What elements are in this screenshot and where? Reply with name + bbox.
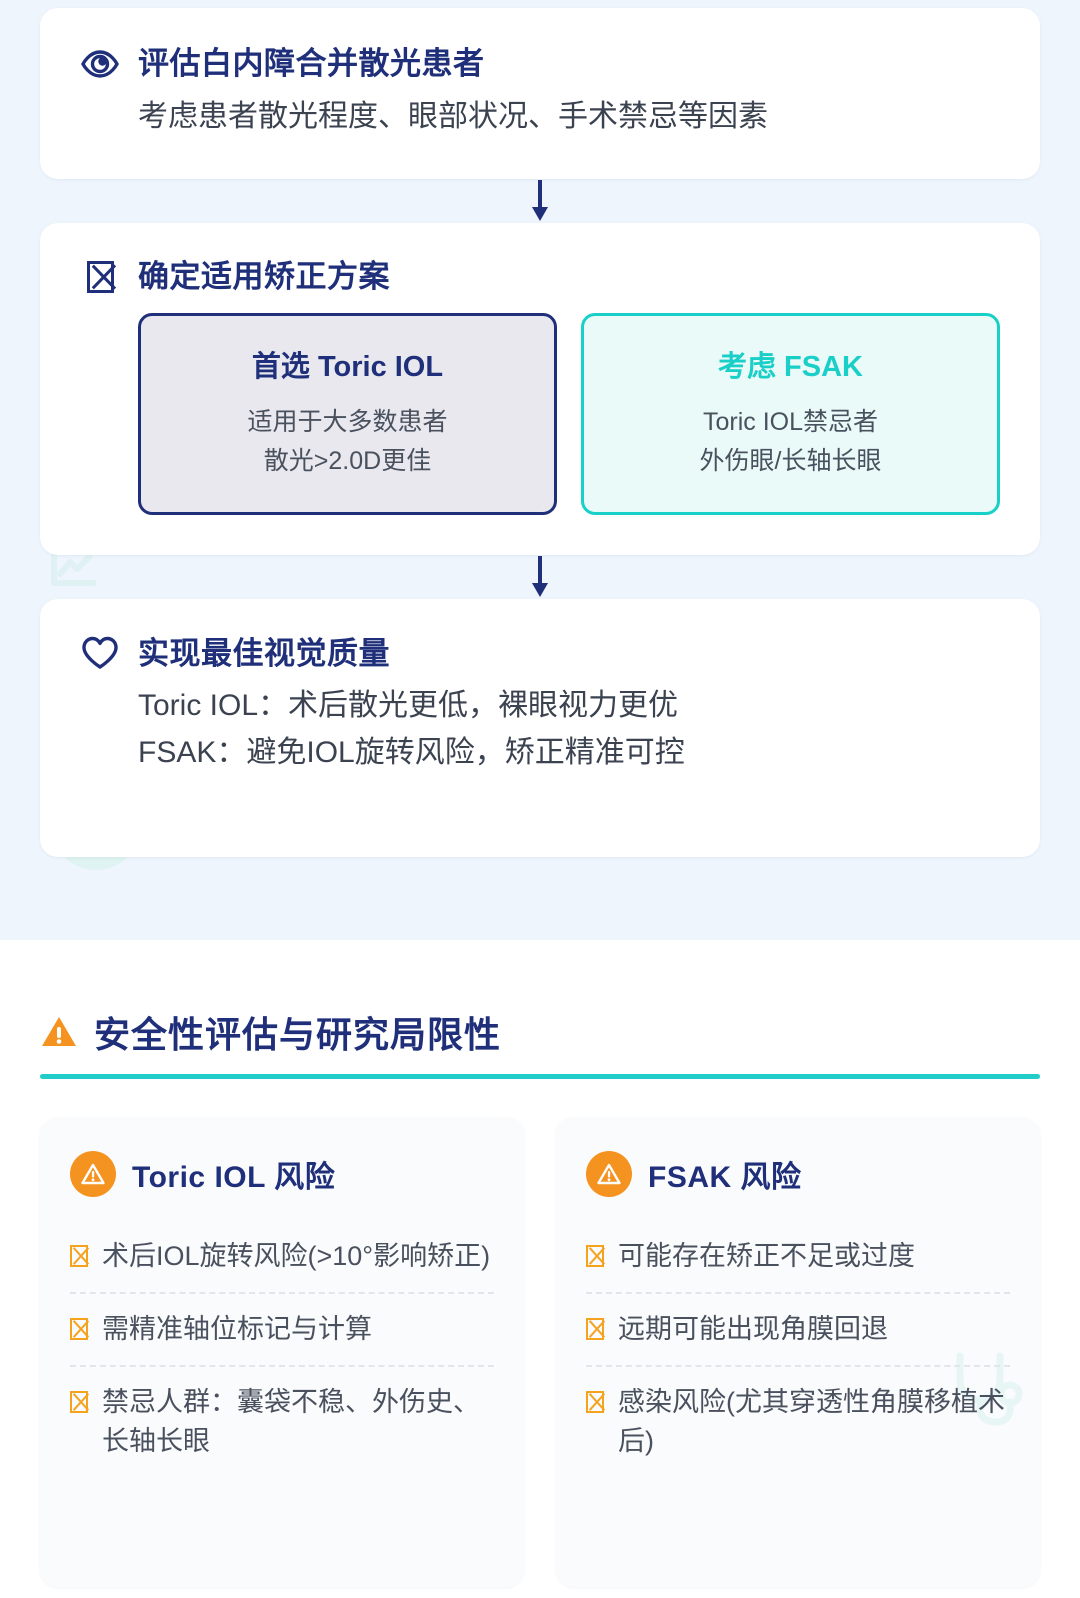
risk-card-toric-iol: Toric IOL 风险 术后IOL旋转风险(>10°影响矫正) 需精准轴位标记… [40,1117,524,1587]
option-toric-line-2: 散光>2.0D更佳 [263,446,432,475]
safety-title: 安全性评估与研究局限性 [94,1014,502,1055]
eye-icon [80,44,120,84]
risk-list-item: 术后IOL旋转风险(>10°影响矫正) [70,1221,494,1295]
risk-list-toric: 术后IOL旋转风险(>10°影响矫正) 需精准轴位标记与计算 禁忌人群：囊袋不稳… [70,1221,494,1478]
outcome-line-fsak: FSAK：避免IOL旋转风险，矫正精准可控 [138,735,685,769]
risk-item-text: 禁忌人群：囊袋不稳、外伤史、长轴长眼 [102,1387,480,1457]
risk-card-toric-header: Toric IOL 风险 [70,1151,494,1197]
risk-card-fsak: FSAK 风险 可能存在矫正不足或过度 远期可能出现角膜回退 感染风险(尤其穿透… [556,1117,1040,1587]
flow-step-1-header: 评估白内障合并散光患者 [80,44,1000,84]
arrow-down-icon [529,556,551,598]
warning-triangle-icon [40,1013,78,1051]
missing-glyph-bullet-icon [586,1391,604,1414]
risk-list-item: 可能存在矫正不足或过度 [586,1221,1010,1295]
option-toric-title: 首选 Toric IOL [251,351,444,383]
risk-card-fsak-title: FSAK 风险 [648,1161,802,1194]
risk-item-text: 感染风险(尤其穿透性角膜移植术后) [618,1387,1005,1457]
correction-options: 首选 Toric IOL 适用于大多数患者 散光>2.0D更佳 考虑 FSAK … [80,313,1000,516]
missing-glyph-bullet-icon [586,1245,604,1267]
treatment-flow-section: 评估白内障合并散光患者 考虑患者散光程度、眼部状况、手术禁忌等因素 确定适用矫正… [0,0,1080,940]
risk-card-grid: Toric IOL 风险 术后IOL旋转风险(>10°影响矫正) 需精准轴位标记… [40,1117,1040,1587]
safety-header: 安全性评估与研究局限性 [40,1006,1040,1058]
missing-glyph-bullet-icon [70,1245,88,1267]
missing-glyph-box-icon [80,257,120,297]
risk-card-fsak-header: FSAK 风险 [586,1151,1010,1197]
risk-list-item: 需精准轴位标记与计算 [70,1294,494,1368]
option-card-toric-iol[interactable]: 首选 Toric IOL 适用于大多数患者 散光>2.0D更佳 [138,313,557,516]
warning-circle-icon [70,1151,116,1197]
flow-step-card-3: 实现最佳视觉质量 Toric IOL：术后散光更低，裸眼视力更优 FSAK：避免… [40,599,1040,858]
heart-icon [80,633,120,673]
flow-arrow-1 [40,179,1040,223]
option-fsak-line-1: Toric IOL禁忌者 [702,407,879,436]
risk-list-item: 远期可能出现角膜回退 [586,1294,1010,1368]
risk-item-text: 需精准轴位标记与计算 [102,1314,372,1345]
outcome-line-toric: Toric IOL：术后散光更低，裸眼视力更优 [138,689,679,723]
risk-list-item: 禁忌人群：囊袋不稳、外伤史、长轴长眼 [70,1367,494,1477]
option-fsak-title: 考虑 FSAK [717,351,863,383]
safety-section: 安全性评估与研究局限性 Toric IOL 风险 [0,940,1080,1587]
option-fsak-line-2: 外伤眼/长轴长眼 [699,446,882,475]
safety-divider [40,1074,1040,1079]
risk-item-text: 远期可能出现角膜回退 [618,1314,888,1345]
flow-step-3-header: 实现最佳视觉质量 [80,633,1000,673]
risk-list-fsak: 可能存在矫正不足或过度 远期可能出现角膜回退 感染风险(尤其穿透性角膜移植术后) [586,1221,1010,1478]
missing-glyph-bullet-icon [70,1391,88,1414]
flow-step-1-subtitle: 考虑患者散光程度、眼部状况、手术禁忌等因素 [138,100,768,133]
flow-arrow-2 [40,555,1040,599]
risk-item-text: 术后IOL旋转风险(>10°影响矫正) [102,1241,491,1271]
flow-step-3-title: 实现最佳视觉质量 [138,635,390,671]
flow-step-2-title: 确定适用矫正方案 [138,259,390,295]
arrow-down-icon [529,180,551,222]
risk-item-text: 可能存在矫正不足或过度 [618,1241,915,1271]
flow-step-1-title: 评估白内障合并散光患者 [138,46,485,82]
flow-step-2-header: 确定适用矫正方案 [80,257,1000,297]
risk-card-toric-title: Toric IOL 风险 [132,1161,336,1194]
risk-list-item: 感染风险(尤其穿透性角膜移植术后) [586,1367,1010,1477]
missing-glyph-bullet-icon [70,1318,88,1341]
flow-step-card-2: 确定适用矫正方案 首选 Toric IOL 适用于大多数患者 散光>2.0D更佳… [40,223,1040,556]
warning-circle-icon [586,1151,632,1197]
missing-glyph-bullet-icon [586,1318,604,1341]
option-card-fsak[interactable]: 考虑 FSAK Toric IOL禁忌者 外伤眼/长轴长眼 [581,313,1000,516]
option-toric-line-1: 适用于大多数患者 [247,407,448,436]
flow-step-card-1: 评估白内障合并散光患者 考虑患者散光程度、眼部状况、手术禁忌等因素 [40,8,1040,179]
